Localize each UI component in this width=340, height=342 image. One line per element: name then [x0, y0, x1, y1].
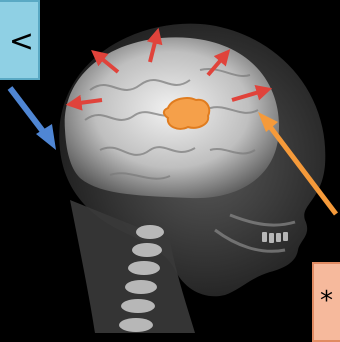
focus-blob: [164, 98, 209, 129]
callout-left-box: <: [0, 0, 40, 80]
head-xray-illustration: [0, 0, 340, 333]
callout-right-text: *: [320, 286, 333, 316]
callout-right-box: *: [312, 262, 340, 342]
blue-pointer-arrow: [10, 88, 56, 150]
callout-left-text: <: [9, 24, 34, 59]
